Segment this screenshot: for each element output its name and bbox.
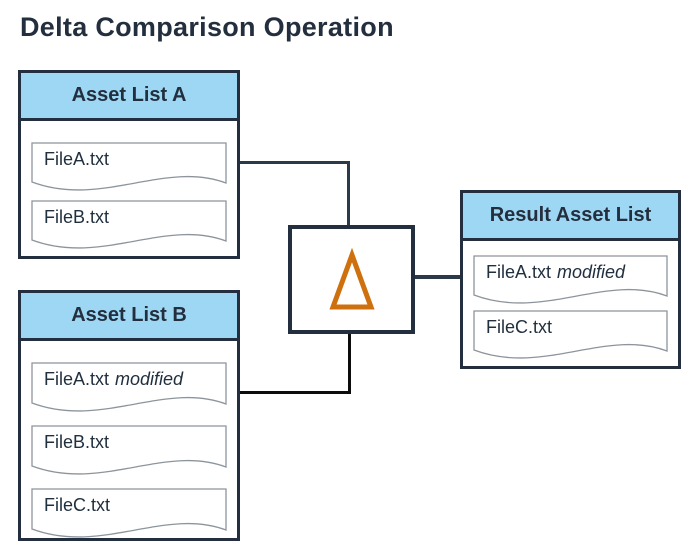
document-shape-icon xyxy=(31,362,227,412)
file-item-filea: FileA.txt xyxy=(31,142,227,194)
document-shape-icon xyxy=(31,200,227,249)
document-shape-icon xyxy=(473,255,668,304)
file-note: modified xyxy=(115,369,184,389)
file-item-fileb: FileB.txt xyxy=(31,425,227,478)
connector-asset-list-b-vertical xyxy=(348,331,351,393)
asset-list-a-box: Asset List A FileA.txt FileB.txt xyxy=(18,70,240,259)
asset-list-a-body: FileA.txt FileB.txt xyxy=(21,121,237,252)
file-name: FileB.txt xyxy=(44,432,110,452)
asset-list-b-header: Asset List B xyxy=(21,293,237,341)
document-shape-icon xyxy=(473,310,668,359)
file-note: modified xyxy=(557,262,626,282)
connector-asset-list-b-horizontal xyxy=(240,391,351,394)
file-label: FileB.txt xyxy=(44,432,109,453)
file-label: FileC.txt xyxy=(486,317,552,338)
file-name: FileC.txt xyxy=(44,495,111,515)
delta-operation-box xyxy=(288,225,415,334)
file-item-fileb: FileB.txt xyxy=(31,200,227,252)
diagram-title: Delta Comparison Operation xyxy=(20,12,394,42)
result-asset-list-header: Result Asset List xyxy=(463,193,678,241)
file-label: FileA.txt xyxy=(44,149,109,170)
delta-icon xyxy=(328,247,375,309)
asset-list-a-header: Asset List A xyxy=(21,73,237,121)
file-item-filec: FileC.txt xyxy=(31,488,227,541)
document-shape-icon xyxy=(31,425,227,475)
file-name: FileA.txt xyxy=(44,149,110,169)
file-name: FileA.txt xyxy=(44,369,110,389)
file-label: FileB.txt xyxy=(44,207,109,228)
file-item-filec: FileC.txt xyxy=(473,310,668,362)
connector-asset-list-a-horizontal xyxy=(240,161,350,164)
connector-delta-to-result xyxy=(415,275,461,279)
file-name: FileB.txt xyxy=(44,207,110,227)
file-label: FileC.txt xyxy=(44,495,110,516)
document-shape-icon xyxy=(31,488,227,538)
file-name: FileA.txt xyxy=(486,262,552,282)
file-name: FileC.txt xyxy=(486,317,553,337)
connector-asset-list-a-vertical xyxy=(347,161,350,227)
document-shape-icon xyxy=(31,142,227,191)
